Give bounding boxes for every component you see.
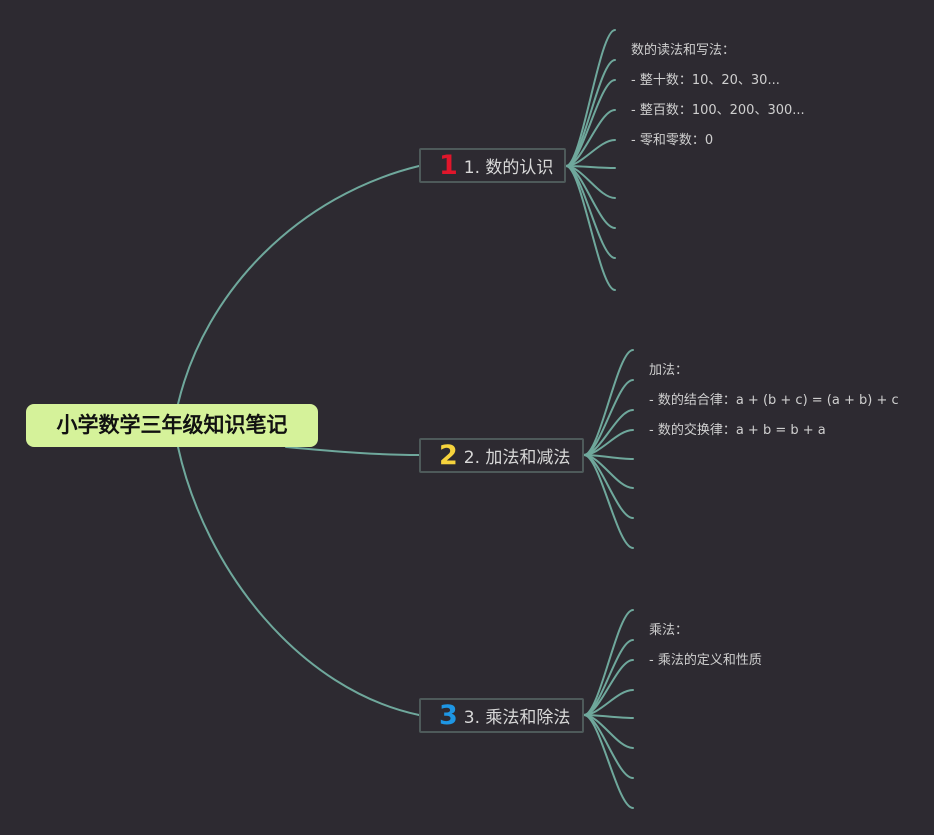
branch-topic-1[interactable]: 1 1. 数的认识 bbox=[419, 148, 566, 183]
connector-branch-3-leaf-8 bbox=[583, 714, 634, 809]
leaf-topic[interactable]: - 乘法的定义和性质 bbox=[649, 653, 762, 668]
connector-branch-1-leaf-1 bbox=[565, 29, 616, 167]
root-topic-label: 小学数学三年级知识笔记 bbox=[56, 413, 288, 437]
connector-branch-2-leaf-8 bbox=[583, 454, 634, 549]
leaf-topic[interactable]: 数的读法和写法： bbox=[631, 43, 736, 58]
number-2-icon: 2 bbox=[439, 440, 458, 471]
branch-topic-label: 2. 加法和减法 bbox=[463, 448, 571, 468]
connector-branch-1-leaf-10 bbox=[565, 165, 616, 291]
root-topic[interactable]: 小学数学三年级知识笔记 bbox=[26, 404, 318, 447]
leaf-topic[interactable]: - 整百数：100、200、300... bbox=[631, 103, 805, 118]
leaf-topic[interactable]: - 数的结合律：a + (b + c) = (a + b) + c bbox=[649, 393, 899, 408]
branch-topic-2[interactable]: 2 2. 加法和减法 bbox=[419, 438, 584, 473]
leaf-topic[interactable]: 加法： bbox=[649, 363, 689, 378]
leaf-topic[interactable]: 乘法： bbox=[649, 623, 689, 638]
connector-root-branch-2 bbox=[285, 446, 420, 456]
branch-topic-3[interactable]: 3 3. 乘法和除法 bbox=[419, 698, 584, 733]
number-3-icon: 3 bbox=[439, 700, 458, 731]
connector-branch-1-leaf-9 bbox=[565, 165, 616, 259]
connector-branch-2-leaf-1 bbox=[583, 349, 634, 456]
leaf-topic[interactable]: - 数的交换律：a + b = b + a bbox=[649, 423, 826, 438]
leaf-topic[interactable]: - 零和零数：0 bbox=[631, 133, 714, 148]
leaf-topic[interactable]: - 整十数：10、20、30... bbox=[631, 73, 780, 88]
branch-topic-label: 1. 数的认识 bbox=[463, 158, 554, 178]
connector-root-branch-1 bbox=[177, 165, 420, 405]
branch-topic-label: 3. 乘法和除法 bbox=[463, 708, 571, 728]
number-1-icon: 1 bbox=[439, 150, 458, 181]
connector-root-branch-3 bbox=[177, 446, 420, 716]
